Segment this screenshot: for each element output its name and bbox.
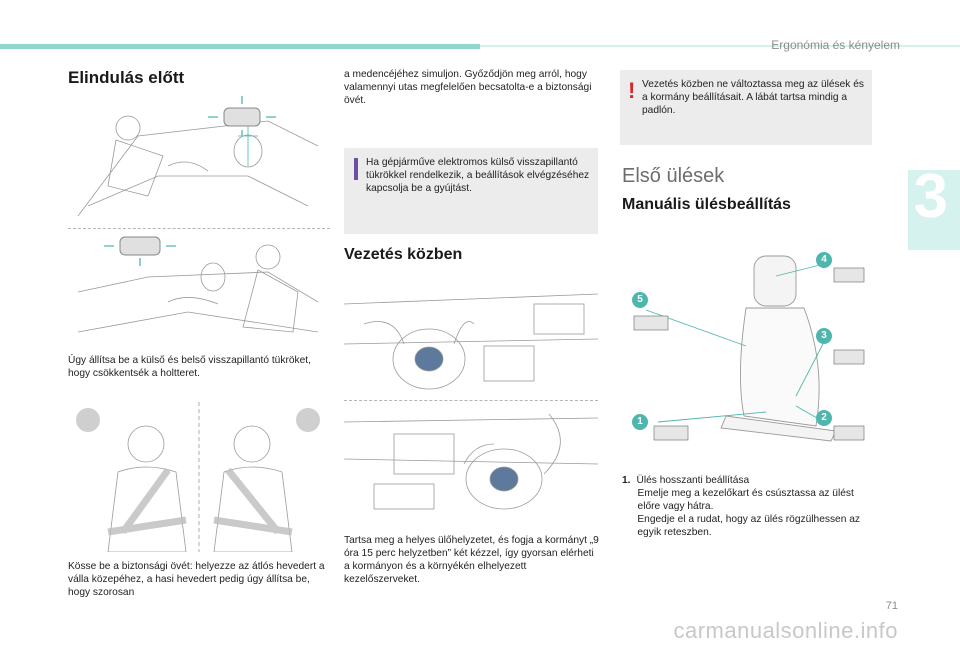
list-item: Engedje el a rudat, hogy az ülés rögzülh… (622, 513, 872, 539)
warning-box: ! Vezetés közben ne változtassa meg az ü… (620, 70, 872, 145)
caption-driving: Tartsa meg a helyes ülőhelyzetet, és fog… (344, 535, 599, 585)
seatbelt-illustration (68, 402, 330, 553)
list-number: 1. (622, 475, 631, 486)
driving-position-illustration-rhd (343, 404, 599, 519)
bullet-marker (622, 513, 631, 539)
seat-control-badge-5: 5 (632, 292, 648, 308)
watermark: carmanualsonline.info (673, 618, 898, 643)
seat-adjustment-diagram (626, 246, 872, 452)
warning-icon: ! (628, 78, 636, 103)
heading-front-seats: Első ülések (622, 165, 725, 187)
seat-adjust-list: 1. Ülés hosszanti beállítása Emelje meg … (622, 474, 872, 539)
page-number: 71 (885, 600, 898, 612)
warning-text: Vezetés közben ne változtassa meg az ülé… (642, 79, 864, 116)
driving-position-illustration-lhd (343, 284, 599, 396)
info-icon (354, 158, 358, 180)
info-note-text: Ha gépjárműve elektromos külső visszapil… (366, 157, 590, 194)
list-item: Emelje meg a kezelőkart és csúsztassa az… (622, 487, 872, 513)
seat-control-badge-3: 3 (816, 328, 832, 344)
heading-before-driving: Elindulás előtt (68, 68, 185, 87)
divider (344, 400, 598, 401)
seat-control-badge-2: 2 (816, 410, 832, 426)
continued-text: a medencéjéhez simuljon. Győződjön meg a… (344, 69, 592, 106)
caption-mirrors: Úgy állítsa be a külső és belső visszapi… (68, 355, 311, 379)
mirror-adjust-illustration-lhd (68, 96, 330, 224)
heading-manual-seat-adjust: Manuális ülésbeállítás (622, 196, 791, 213)
header-rule (480, 45, 960, 47)
caption-seatbelts: Kösse be a biztonsági övét: helyezze az … (68, 561, 325, 598)
seat-control-badge-4: 4 (816, 252, 832, 268)
bullet-marker (622, 487, 632, 513)
bullet-text: Engedje el a rudat, hogy az ülés rögzülh… (637, 514, 860, 538)
list-title: Ülés hosszanti beállítása (636, 475, 750, 486)
section-header-title: Ergonómia és kényelem (771, 38, 900, 52)
chapter-number: 3 (913, 162, 948, 231)
header-accent-bar (0, 44, 480, 49)
seat-control-badge-1: 1 (632, 414, 648, 430)
heading-while-driving: Vezetés közben (344, 246, 463, 263)
mirror-adjust-illustration-rhd (68, 228, 330, 347)
info-note-box: Ha gépjárműve elektromos külső visszapil… (344, 148, 598, 234)
chapter-tab (908, 170, 960, 250)
list-item: 1. Ülés hosszanti beállítása (622, 474, 872, 487)
bullet-text: Emelje meg a kezelőkart és csúsztassa az… (637, 488, 854, 512)
divider (68, 228, 330, 229)
